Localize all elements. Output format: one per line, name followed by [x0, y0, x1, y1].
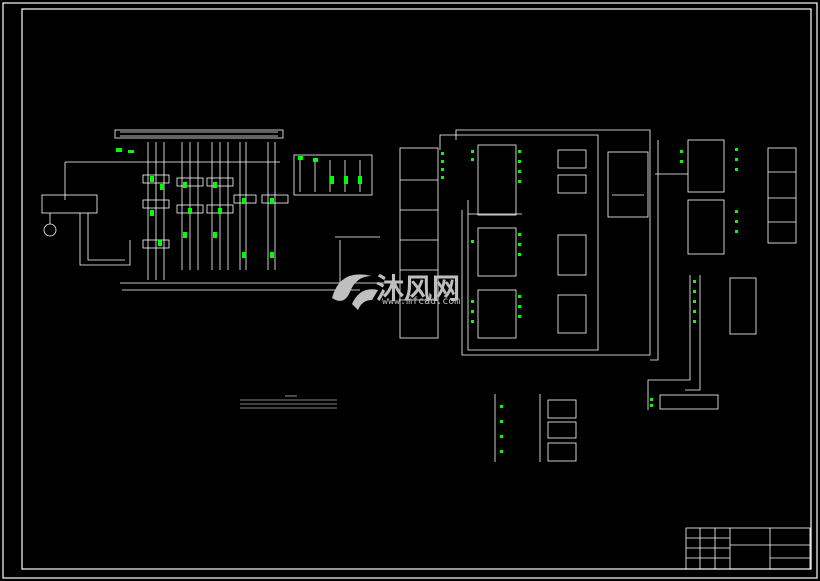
plc-module-4 — [687, 139, 725, 193]
plc-module-1 — [477, 144, 517, 216]
watermark-url: www.mfcad.com — [382, 296, 460, 307]
plc-module-3 — [477, 289, 517, 339]
terminal-strip-left — [399, 147, 439, 339]
terminal-strip-right — [767, 147, 797, 244]
center-notes — [240, 395, 337, 409]
io-panel — [607, 151, 649, 218]
terminal-block — [729, 277, 757, 335]
feeder-column-4 — [233, 142, 257, 270]
watermark: 沐风网 www.mfcad.com — [332, 272, 460, 310]
transformer-box — [41, 194, 98, 214]
io-box-1 — [557, 149, 587, 169]
io-box-4 — [557, 294, 587, 334]
main-busbar — [114, 129, 284, 139]
io-box-3 — [557, 234, 587, 276]
plc-contacts — [441, 148, 738, 453]
mfcad-logo-icon — [332, 274, 378, 310]
plc-wiring — [399, 129, 797, 462]
feeder-column-1 — [142, 142, 170, 280]
relay-group — [293, 154, 373, 196]
io-box-2 — [557, 174, 587, 194]
power-contacts — [116, 148, 362, 258]
power-circuit — [41, 129, 385, 291]
feeder-column-2 — [176, 142, 204, 270]
watermark-brand: 沐风网 — [376, 272, 460, 305]
plc-module-2 — [477, 227, 517, 277]
plc-module-5 — [687, 199, 725, 255]
title-block — [685, 527, 811, 570]
feeder-column-3 — [206, 142, 234, 270]
bottom-terminals — [659, 394, 719, 410]
feeder-column-5 — [261, 142, 289, 270]
motor-symbol — [43, 223, 57, 237]
